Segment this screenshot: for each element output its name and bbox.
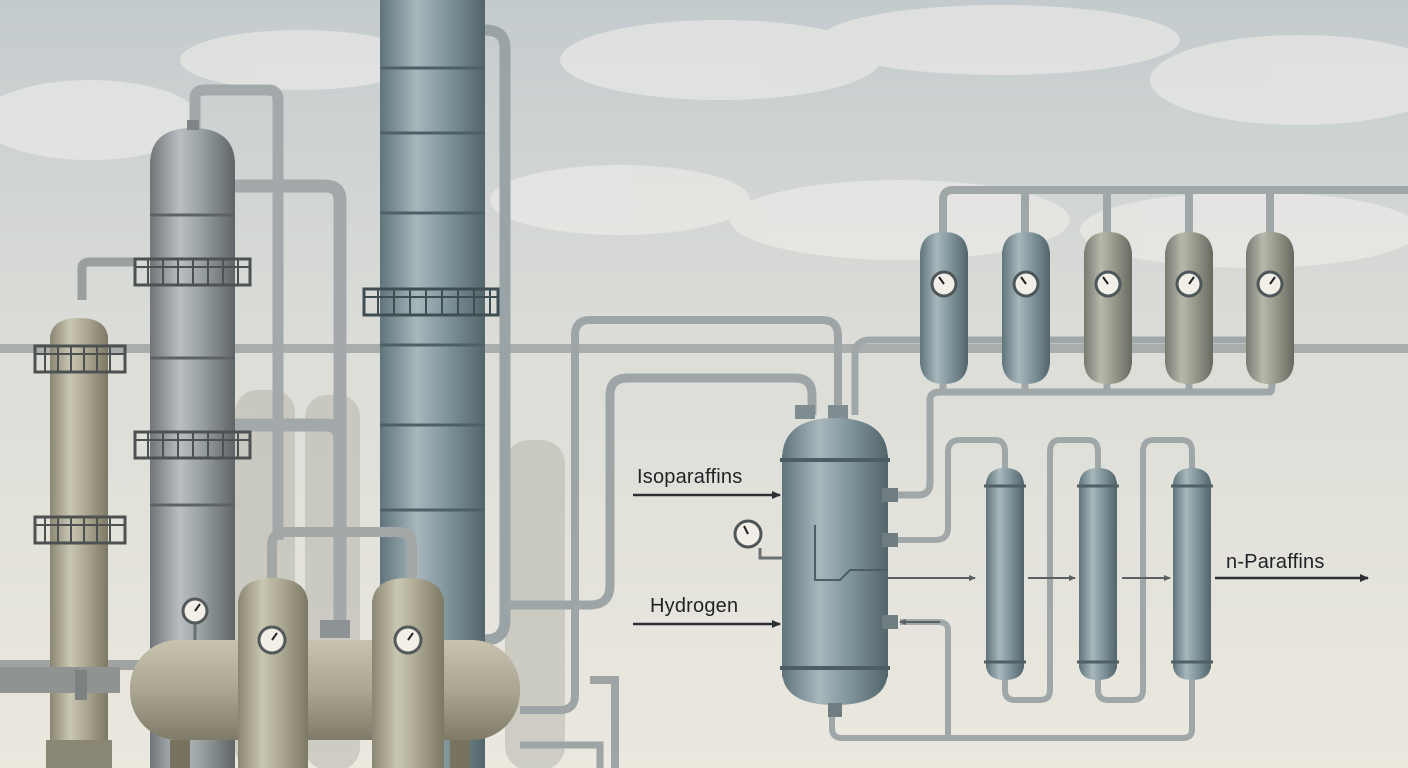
isoparaffins-label: Isoparaffins [637,466,743,488]
pressure-gauge-icon [257,625,287,655]
hydrogen-label: Hydrogen [650,595,739,617]
clouds [0,5,1408,268]
reactor-column [984,468,1026,680]
pressure-gauge-icon [181,597,209,640]
isomerization-reactor [733,405,898,717]
khaki-drum-assembly [0,527,520,768]
n-paraffins-label: n-Paraffins [1226,551,1325,573]
reactor-piping [829,437,1195,741]
separator-vessel [1165,232,1213,384]
reactor-column [1077,468,1119,680]
separator-vessel [920,232,968,384]
main-header-pipe [0,344,1408,353]
reactor-column [1171,468,1213,680]
transfer-pipes [505,316,842,768]
separator-bank [851,186,1408,499]
pressure-gauge-icon [733,519,782,560]
separator-vessel [1084,232,1132,384]
pressure-gauge-icon [393,625,423,655]
flow-arrows [633,491,1369,628]
reactor-flow-arrows [888,575,1171,625]
separator-vessel [1002,232,1050,384]
separator-vessel [1246,232,1294,384]
